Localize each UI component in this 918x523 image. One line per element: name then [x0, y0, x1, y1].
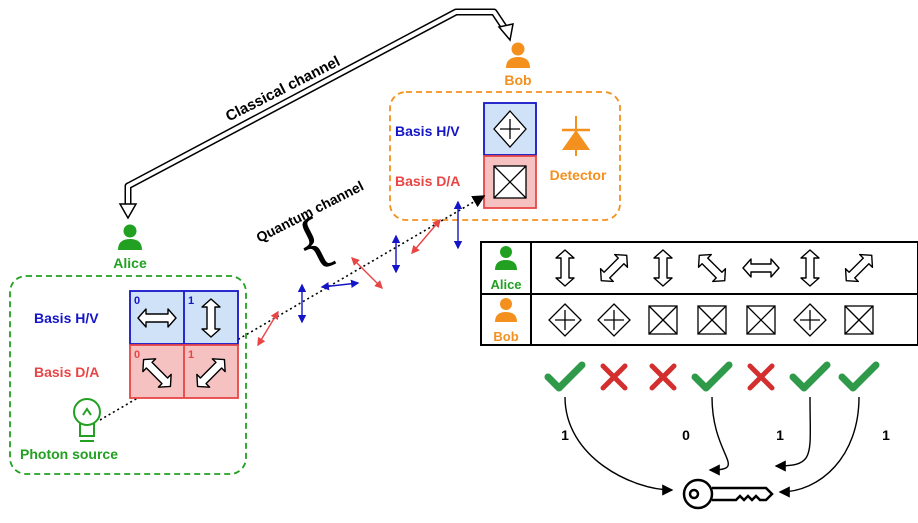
vertical-arrow-icon [800, 249, 820, 287]
check-icon [838, 361, 880, 392]
key-bit-label: 0 [682, 427, 690, 443]
alice-hv-bit-0: 0 [134, 295, 140, 307]
alice-basis-hv-label: Basis H/V [34, 310, 99, 326]
hv-splitter-icon [548, 303, 582, 337]
photon-source-label: Photon source [20, 446, 118, 462]
cross-icon [649, 363, 677, 391]
polarization-arrows [257, 200, 463, 347]
key-bit-arrow [774, 396, 811, 472]
table-bob-label: Bob [493, 329, 518, 344]
match-marks [544, 361, 880, 392]
da-splitter-icon [648, 305, 678, 335]
photon-source-icon [73, 398, 101, 442]
alice-hv-bit-1: 1 [188, 295, 194, 307]
key-arrows: 1 0 1 1 [561, 396, 890, 498]
antidiagonal-arrow-icon [697, 253, 727, 283]
antidiagonal-arrow-icon [142, 358, 172, 388]
alice-da-bit-0: 0 [134, 349, 140, 361]
cross-icon [747, 363, 775, 391]
da-splitter-icon [746, 305, 776, 335]
diagonal-arrow-icon [599, 253, 629, 283]
key-bit-label: 1 [561, 427, 569, 443]
table-alice-icon [495, 246, 517, 270]
classical-channel-arrow [118, 8, 514, 220]
alice-basis-da-label: Basis D/A [34, 364, 99, 380]
da-splitter-icon [697, 305, 727, 335]
alice-da-bit-1: 1 [188, 349, 194, 361]
alice-person-icon [118, 224, 142, 250]
bob-basis-hv-label: Basis H/V [395, 123, 460, 139]
detector-label: Detector [550, 167, 607, 183]
check-icon [544, 361, 586, 392]
bob-person-icon [506, 42, 530, 68]
horizontal-arrow-icon [137, 308, 177, 328]
vertical-arrow-icon [555, 249, 575, 287]
bob-basis-da-label: Basis D/A [395, 173, 460, 189]
detector-icon [562, 116, 590, 156]
bob-label: Bob [504, 72, 531, 88]
diagonal-arrow-icon [844, 253, 874, 283]
key-icon [682, 478, 774, 510]
da-splitter-icon [844, 305, 874, 335]
hv-splitter-icon [597, 303, 631, 337]
diagonal-arrow-icon [196, 358, 226, 388]
vertical-arrow-icon [653, 249, 673, 287]
key-bit-arrow [708, 396, 729, 476]
cross-icon [600, 363, 628, 391]
key-bit-arrow [778, 396, 860, 498]
table-bob-icon [495, 298, 517, 322]
bob-da-splitter-icon [493, 165, 527, 199]
alice-station-box [9, 275, 247, 475]
key-bit-arrow [564, 396, 674, 496]
hv-splitter-icon [793, 303, 827, 337]
check-icon [691, 361, 733, 392]
bob-station-box [389, 91, 621, 221]
key-bit-label: 1 [882, 427, 890, 443]
table-alice-label: Alice [490, 277, 521, 292]
check-icon [789, 361, 831, 392]
table-cells [548, 249, 874, 337]
alice-polarization-states [137, 298, 226, 388]
alice-label: Alice [113, 255, 147, 271]
bob-hv-splitter-icon [493, 110, 527, 148]
horizontal-arrow-icon [742, 258, 780, 278]
vertical-arrow-icon [201, 298, 221, 338]
classical-channel-label: Classical channel [223, 53, 343, 125]
key-bit-label: 1 [776, 427, 784, 443]
brace-icon: { [281, 204, 345, 281]
